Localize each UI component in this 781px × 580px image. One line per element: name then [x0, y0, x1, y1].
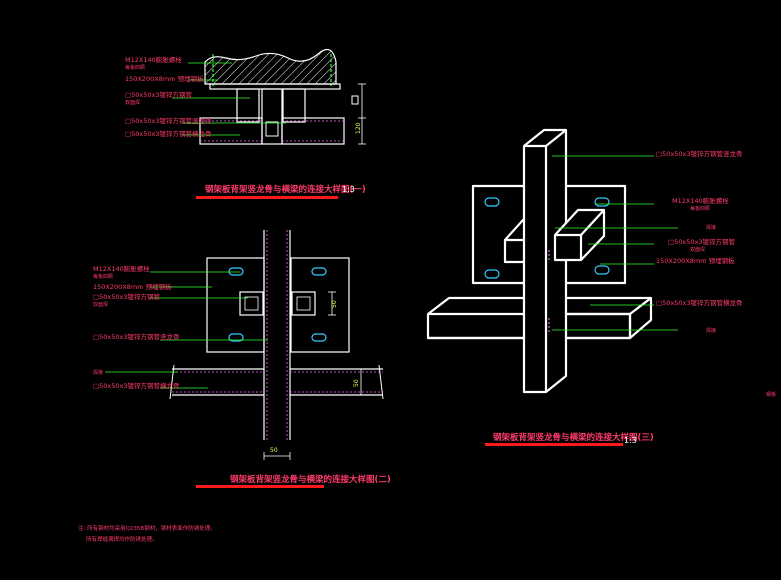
d2-label-3: □50x50x3镀锌方钢管 [93, 292, 161, 301]
detail-3 [426, 128, 653, 394]
bolt-icon [484, 197, 610, 279]
d3-label-5: 150X200X8mm 预埋钢板 [656, 256, 735, 265]
detail-2: M12X140膨胀螺栓 每板四颗 150X200X8mm 预埋钢板 □50x50… [93, 230, 391, 488]
tube-left [239, 291, 264, 316]
d2-label-3-sub: 双面焊 [93, 301, 108, 308]
d3-label-4: □50x50x3镀锌方钢管 [668, 237, 736, 246]
d1-label-1: M12X140膨胀螺栓 [125, 55, 182, 64]
d3-label-7: 焊接 [706, 327, 716, 334]
d3-title: 钢架板背架竖龙骨与横梁的连接大样图(三) [493, 432, 654, 443]
d1-label-5: □50x50x3镀锌方钢管横龙骨 [125, 129, 212, 138]
d3-label-3: 焊接 [706, 224, 716, 231]
d1-scale: 1:3 [342, 185, 355, 194]
vertical-tube-left [236, 88, 260, 123]
d1-label-1-sub: 每板四颗 [125, 64, 145, 71]
d2-label-2: 150X200X8mm 预埋钢板 [93, 282, 172, 291]
d2-dim-bottom: 50 [270, 447, 278, 454]
d2-title-bar [196, 485, 324, 488]
d2-title: 钢架板背架竖龙骨与横梁的连接大样图(二) [230, 474, 391, 485]
concrete-slab [204, 48, 337, 85]
d2-label-4: □50x50x3镀锌方钢管竖龙骨 [93, 332, 180, 341]
d3-label-2: M12X140膨胀螺栓 [672, 196, 729, 205]
d3-label-1: □50x50x3镀锌方钢管竖龙骨 [656, 149, 743, 158]
d2-label-5: 焊接 [93, 369, 103, 376]
embedded-plate [209, 83, 341, 90]
d3-scale: 1:3 [624, 436, 637, 445]
vertical-tube-right [282, 88, 306, 123]
note-line-1: 注: 所有钢材均采用Q235B钢材，钢材表面作防锈处理。 [78, 524, 216, 532]
bolt-icon [228, 267, 327, 342]
d3-label-4-sub: 双面焊 [690, 246, 705, 253]
d2-label-1: M12X140膨胀螺栓 [93, 264, 150, 273]
d2-dim-plate: 50 [331, 300, 338, 308]
d1-title-bar [196, 196, 338, 199]
embedded-plate-3d [471, 184, 627, 285]
horizontal-tube-left [199, 117, 263, 145]
d2-label-1-sub: 每板四颗 [93, 273, 113, 280]
d2-label-6: □50x50x3镀锌方钢管横龙骨 [93, 381, 180, 390]
detail-1: M12X140膨胀螺栓 每板四颗 150X200X8mm 预埋钢板 □50x50… [125, 48, 366, 199]
d1-label-3-sub: 双面焊 [125, 99, 140, 106]
note-line-2: 所有焊缝满焊均作防锈处理。 [86, 535, 158, 543]
d2-dim-beam: 50 [353, 379, 360, 387]
d3-edge-text: 钢板 [766, 391, 776, 398]
center-post [261, 88, 283, 145]
d1-title: 钢架板背架竖龙骨与横梁的连接大样图(一) [205, 184, 366, 195]
horizontal-tube-right [281, 117, 345, 145]
notes: 注: 所有钢材均采用Q235B钢材，钢材表面作防锈处理。 所有焊缝满焊均作防锈处… [78, 524, 216, 543]
d1-label-2: 150X200X8mm 预埋钢板 [125, 74, 204, 83]
d1-dim-right: 120 [355, 122, 362, 134]
center-post-void [265, 121, 279, 137]
d1-label-3: □50x50x3镀锌方钢管 [125, 90, 193, 99]
tube-right [291, 291, 316, 316]
d1-label-4: □50x50x3镀锌方钢管竖龙骨 [125, 116, 212, 125]
d3-label-6: □50x50x3镀锌方钢管横龙骨 [656, 298, 743, 307]
detail-3-annotations: □50x50x3镀锌方钢管竖龙骨 M12X140膨胀螺栓 每板四颗 焊接 □50… [485, 149, 776, 446]
plate-right [290, 257, 350, 353]
d3-title-bar [485, 443, 623, 446]
d3-label-2-sub: 每板四颗 [690, 205, 710, 212]
